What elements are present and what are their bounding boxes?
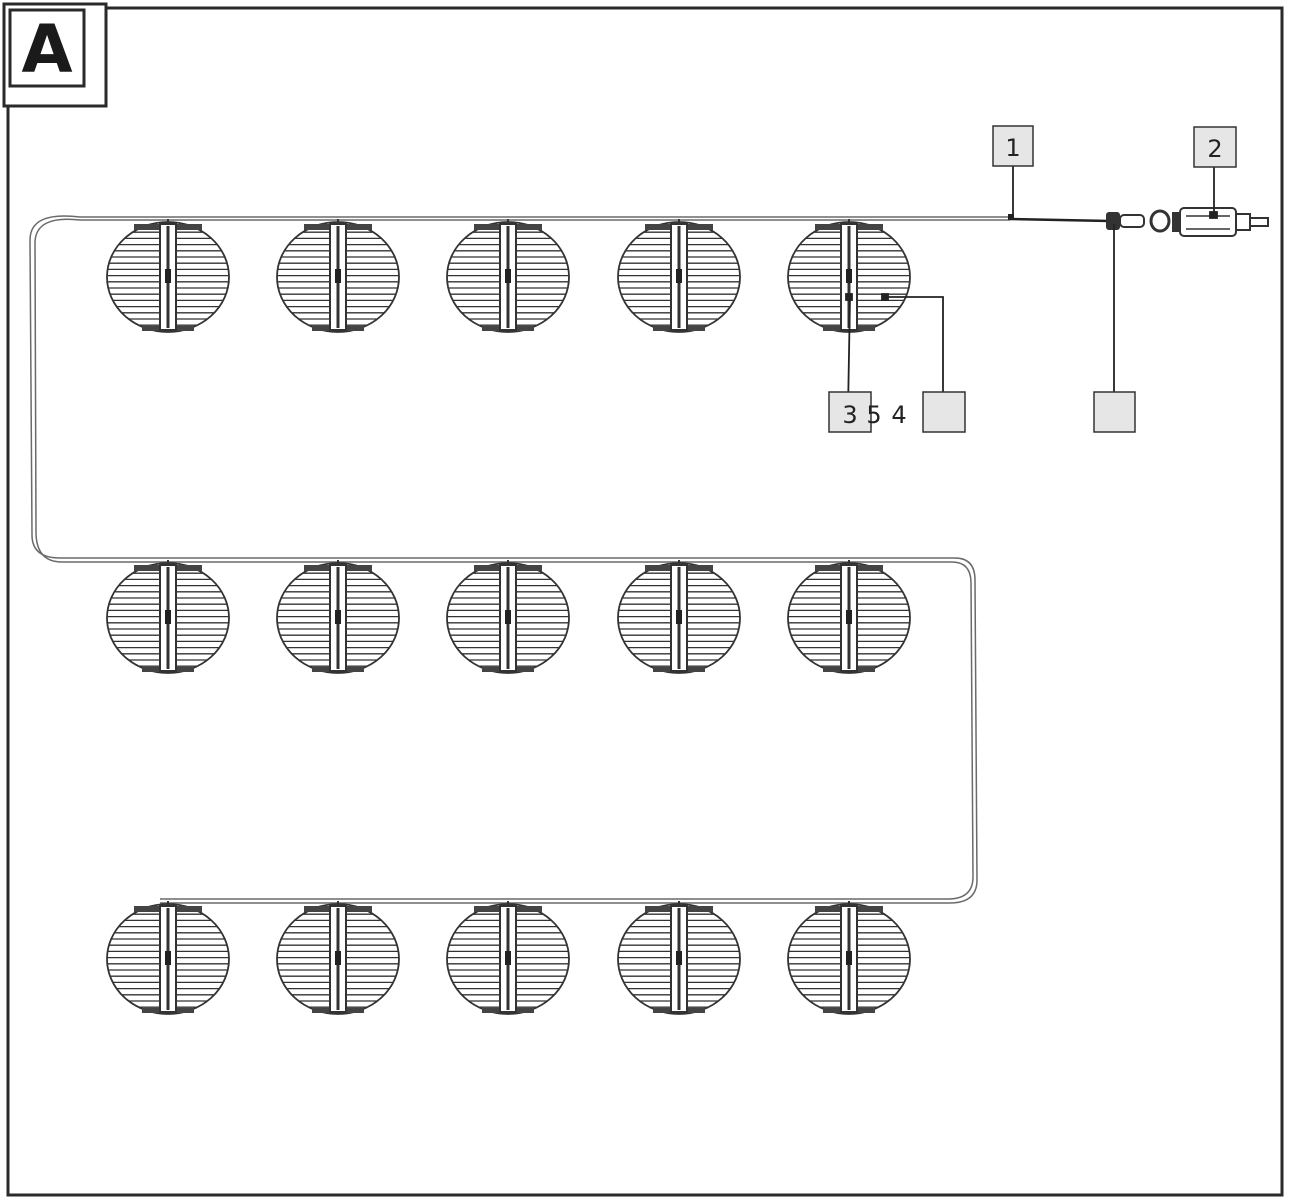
lantern <box>787 901 911 1015</box>
lantern-outline <box>617 903 741 1015</box>
lantern <box>617 219 741 333</box>
callout-4-text: 4 <box>891 401 906 429</box>
lantern <box>276 901 400 1015</box>
lantern <box>106 901 230 1015</box>
connector-ring <box>1149 209 1171 233</box>
panel-label: A <box>2 2 108 108</box>
connector-nut <box>1106 212 1120 230</box>
lantern-outline <box>446 221 570 333</box>
lantern-bulb <box>846 610 852 624</box>
adapter-cap <box>1172 212 1180 232</box>
callout-5-text: 5 <box>866 401 881 429</box>
leader-4-dot <box>881 293 889 301</box>
lantern-outline <box>106 562 230 674</box>
lantern <box>446 901 570 1015</box>
light-string-cable <box>29 215 1010 904</box>
callout-1-text: 1 <box>1005 134 1020 162</box>
cable-strand-a <box>29 215 1010 904</box>
lantern-bulb <box>676 610 682 624</box>
lantern <box>446 560 570 674</box>
lantern-outline <box>787 562 911 674</box>
callout-1: 1 <box>992 125 1034 167</box>
lantern-outline <box>276 903 400 1015</box>
lantern <box>276 560 400 674</box>
lantern <box>106 219 230 333</box>
lead-cable-assembly <box>1008 207 1269 237</box>
lantern-outline <box>276 562 400 674</box>
lantern-bulb <box>676 269 682 283</box>
lantern-grid <box>106 219 911 1015</box>
lantern-outline <box>106 221 230 333</box>
lantern-bulb <box>505 951 511 965</box>
callout-2-text: 2 <box>1207 135 1222 163</box>
lantern-outline <box>446 562 570 674</box>
cable-strand-b <box>34 218 1010 900</box>
leader-3-dot <box>845 293 853 301</box>
lantern-bulb <box>165 951 171 965</box>
lantern-bulb <box>165 610 171 624</box>
leader-2-dot <box>1209 211 1218 219</box>
connector-body <box>1119 214 1145 228</box>
callout-1-box <box>992 125 1034 167</box>
callout-3-text: 3 <box>842 401 857 429</box>
lantern <box>446 219 570 333</box>
panel-label-text: A <box>21 11 72 88</box>
lantern-outline <box>106 903 230 1015</box>
lantern-bulb <box>846 951 852 965</box>
lantern-bulb <box>335 269 341 283</box>
lantern-outline <box>446 903 570 1015</box>
lantern-bulb <box>505 610 511 624</box>
lead-junction-dot <box>1008 214 1014 220</box>
callout-blank-b <box>1093 391 1136 433</box>
callout-3: 3 <box>828 391 872 433</box>
callout-blank-b-box <box>1093 391 1136 433</box>
callout-3-box <box>828 391 872 433</box>
lantern-bulb <box>165 269 171 283</box>
lantern <box>617 560 741 674</box>
lantern-bulb <box>846 269 852 283</box>
lantern-bulb <box>335 951 341 965</box>
adapter-plug <box>1249 217 1269 227</box>
callout-blank-a-box <box>922 391 966 433</box>
lantern-bulb <box>676 951 682 965</box>
leader-4 <box>885 296 944 392</box>
outer-frame <box>6 6 1284 1197</box>
lantern <box>106 560 230 674</box>
lantern-outline <box>617 221 741 333</box>
callout-blank-a <box>922 391 966 433</box>
lantern <box>617 901 741 1015</box>
lead-cable <box>1009 217 1111 223</box>
lantern-bulb <box>335 610 341 624</box>
callout-2: 2 <box>1193 126 1237 168</box>
adapter-neck <box>1235 213 1251 231</box>
lantern-bulb <box>505 269 511 283</box>
lantern-outline <box>617 562 741 674</box>
lantern <box>787 560 911 674</box>
lantern <box>276 219 400 333</box>
adapter-body <box>1179 207 1237 237</box>
lantern-outline <box>276 221 400 333</box>
callout-2-box <box>1193 126 1237 168</box>
lantern-outline <box>787 903 911 1015</box>
panel-label-inner-box <box>8 8 86 88</box>
